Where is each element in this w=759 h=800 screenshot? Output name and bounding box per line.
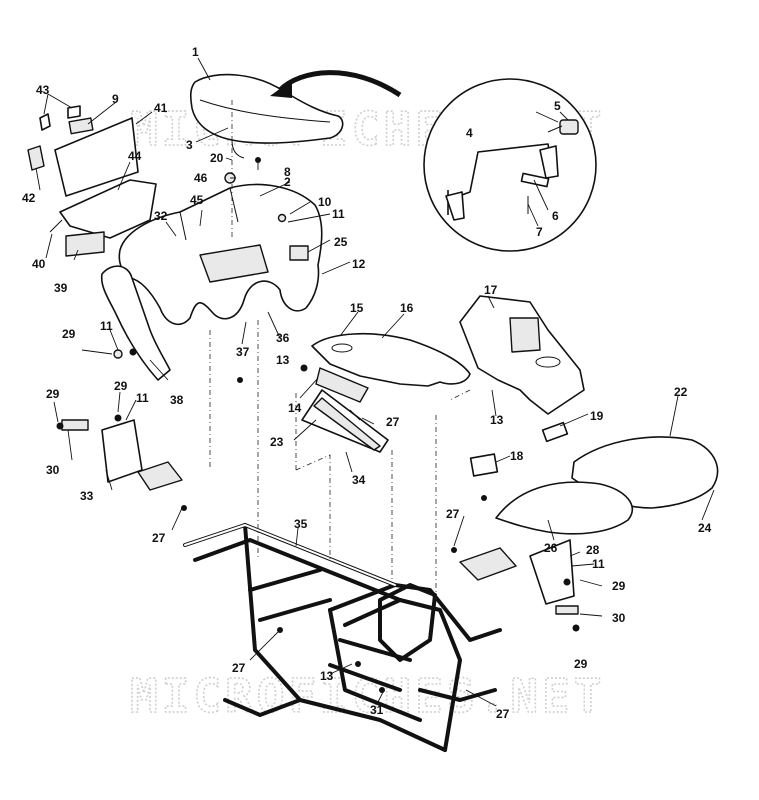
callout-37: 37 [236,345,250,359]
seat-latch-detail [423,78,597,252]
callout-40: 40 [32,257,46,271]
callout-27-frame-right: 27 [496,707,510,721]
callout-27-fender: 27 [446,507,460,521]
callout-23: 23 [270,435,284,449]
callout-11-right-plate: 11 [592,557,605,571]
callout-29-rear-plate: 29 [114,379,128,393]
rear-plate [61,419,183,491]
callout-11-flap: 11 [100,319,113,333]
callout-5: 5 [554,99,561,113]
callout-25: 25 [334,235,348,249]
callout-6: 6 [552,209,559,223]
detail-arrow [278,70,402,98]
callout-labels: 1 2 3 4 5 6 7 8 9 10 11 11 11 11 12 13 1… [22,45,712,721]
callout-24: 24 [698,521,712,535]
callout-7: 7 [536,225,543,239]
callout-29-right-bottom: 29 [574,657,588,671]
callout-1: 1 [192,45,199,59]
callout-27-rear: 27 [152,531,166,545]
headlight-fairing [459,295,585,415]
seat [189,73,344,159]
callout-3: 3 [186,138,193,152]
toolbox-assembly [27,105,157,257]
rear-fender [118,183,323,326]
callout-9: 9 [112,92,119,106]
chassis-frame [183,523,502,752]
callout-43: 43 [36,83,50,97]
callout-42: 42 [22,191,36,205]
callout-11-top: 11 [332,207,345,221]
callout-33: 33 [80,489,94,503]
callout-38: 38 [170,393,184,407]
callout-39: 39 [54,281,68,295]
callout-26: 26 [544,541,558,555]
callout-31: 31 [370,703,384,717]
fasteners [56,157,580,693]
callout-13-bottom: 13 [320,669,334,683]
callout-28: 28 [586,543,600,557]
callout-27-front: 27 [386,415,400,429]
callout-8: 8 [284,165,291,179]
assembly-line-7 [449,389,471,401]
callout-15: 15 [350,301,364,315]
detail-arrow-head [270,80,292,98]
callout-34: 34 [352,473,366,487]
callout-20: 20 [210,151,224,165]
callout-17: 17 [484,283,498,297]
callout-14: 14 [288,401,302,415]
callout-11-rear-plate: 11 [136,391,149,405]
front-fenders [469,421,719,535]
callout-10: 10 [318,195,332,209]
callout-16: 16 [400,301,414,315]
callout-36: 36 [276,331,290,345]
callout-44: 44 [128,149,142,163]
callout-32: 32 [154,209,168,223]
callout-19: 19 [590,409,604,423]
callout-22: 22 [674,385,688,399]
right-plate [459,539,579,615]
callout-41: 41 [154,101,168,115]
callout-13-left: 13 [276,353,290,367]
callout-30-right: 30 [612,611,626,625]
callout-4: 4 [466,126,473,140]
front-cover [311,333,471,403]
callout-27-frame-left: 27 [232,661,246,675]
callout-13-center: 13 [490,413,504,427]
callout-29-rear-left: 29 [46,387,60,401]
leader-lines [35,57,715,707]
callout-45: 45 [190,193,204,207]
front-skid-plate [301,389,389,453]
assembly-line-3 [295,390,331,560]
callout-18: 18 [510,449,524,463]
callout-12: 12 [352,257,366,271]
callout-46: 46 [194,171,208,185]
callout-35: 35 [294,517,308,531]
callout-30-left: 30 [46,463,60,477]
callout-29-flap: 29 [62,327,76,341]
callout-29-right-plate: 29 [612,579,626,593]
callout-2: 2 [284,175,291,189]
